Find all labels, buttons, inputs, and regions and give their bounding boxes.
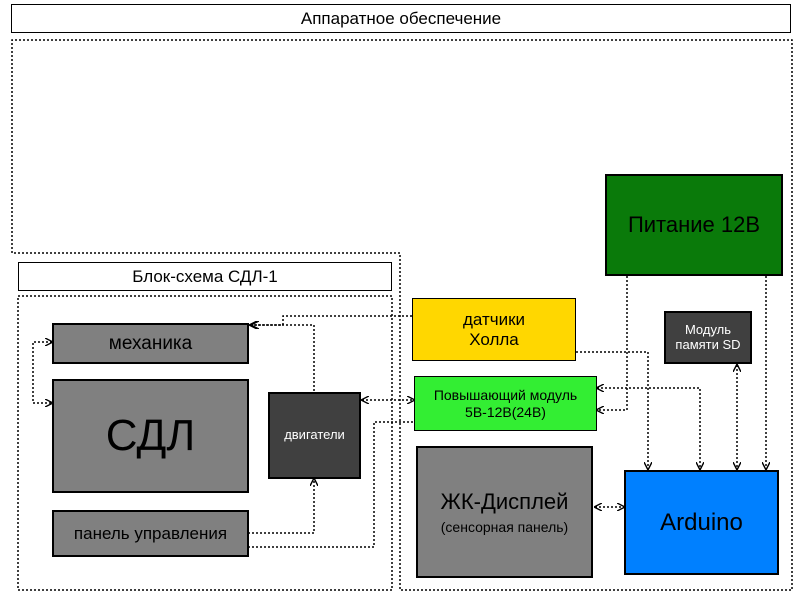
sd-module-line1: Модуль [684, 321, 732, 337]
lcd-line1: ЖК-Дисплей [440, 489, 569, 515]
sd-module-line2: памяти SD [675, 336, 741, 352]
motors-block: двигатели [268, 392, 361, 479]
wire-panel-motors [248, 479, 314, 534]
sdl-block: СДЛ [52, 379, 249, 493]
sdl-frame [17, 295, 393, 591]
wire-motors-mechanics [250, 325, 315, 391]
sdl-section-title: Блок-схема СДЛ-1 [18, 262, 392, 291]
page-title-text: Аппаратное обеспечение [300, 8, 502, 28]
sdl-section-title-text: Блок-схема СДЛ-1 [132, 266, 278, 286]
arduino-label: Arduino [660, 508, 743, 536]
boost-module-block: Повышающий модуль 5В-12В(24В) [414, 376, 597, 431]
boost-module-line2: 5В-12В(24В) [465, 403, 546, 420]
motors-label: двигатели [284, 427, 345, 443]
wire-hall-mechanics [252, 315, 412, 325]
hall-sensors-block: датчики Холла [412, 298, 576, 361]
wire-power-boost [597, 276, 628, 410]
page-title: Аппаратное обеспечение [11, 4, 791, 33]
power-label: Питание 12В [627, 212, 761, 238]
hall-sensors-line1: датчики [462, 309, 526, 329]
control-panel-block: панель управления [52, 510, 249, 557]
lcd-block: ЖК-Дисплей (сенсорная панель) [416, 446, 593, 578]
arduino-block: Arduino [624, 470, 779, 575]
wire-panel-boost [248, 421, 414, 548]
lcd-line2: (сенсорная панель) [440, 518, 569, 535]
wire-mechanics-sdl [32, 342, 52, 403]
mechanics-block: механика [52, 323, 249, 364]
mechanics-label: механика [108, 332, 193, 354]
sd-module-block: Модуль памяти SD [664, 311, 752, 364]
sdl-label: СДЛ [105, 410, 196, 460]
boost-module-line1: Повышающий модуль [433, 387, 578, 404]
power-block: Питание 12В [605, 174, 783, 276]
hall-sensors-line2: Холла [469, 329, 519, 349]
hardware-frame [11, 39, 793, 591]
control-panel-label: панель управления [73, 523, 228, 543]
wire-boost-arduino [597, 388, 700, 469]
